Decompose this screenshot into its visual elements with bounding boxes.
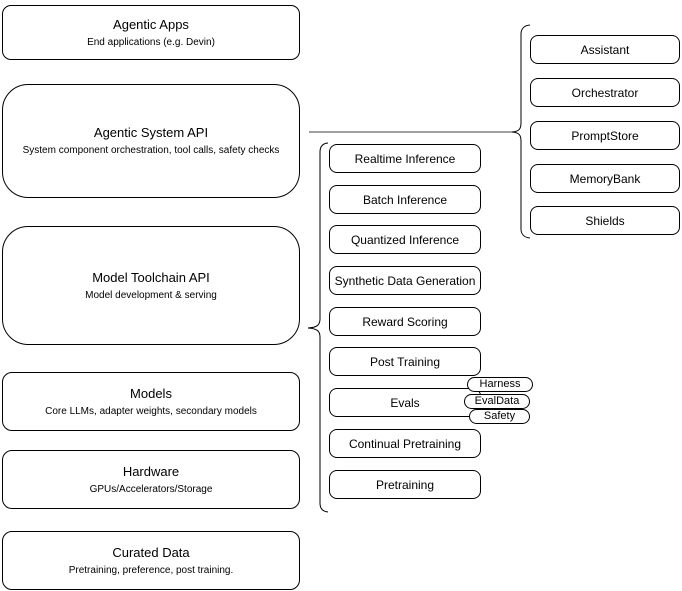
toolchain-brace (307, 142, 329, 513)
box-synthetic-data-generation: Synthetic Data Generation (329, 266, 481, 295)
box-shields: Shields (530, 206, 680, 235)
box-agentic-system-api-title: Agentic System API (93, 125, 209, 140)
box-evals: Evals (329, 388, 481, 417)
box-hardware: Hardware GPUs/Accelerators/Storage (2, 450, 300, 509)
box-agentic-apps-title: Agentic Apps (113, 16, 189, 32)
box-models-title: Models (130, 385, 172, 401)
box-model-toolchain-api-subtitle: Model development & serving (85, 289, 217, 301)
box-quantized-inference: Quantized Inference (329, 225, 481, 254)
box-model-toolchain-api-title: Model Toolchain API (92, 269, 210, 285)
system-components-brace (511, 24, 531, 239)
box-post-training: Post Training (329, 347, 481, 376)
box-pretraining: Pretraining (329, 470, 481, 499)
box-memorybank: MemoryBank (530, 164, 680, 193)
box-reward-scoring: Reward Scoring (329, 307, 481, 336)
box-models-subtitle: Core LLMs, adapter weights, secondary mo… (45, 405, 257, 417)
box-assistant: Assistant (530, 35, 680, 64)
box-batch-inference: Batch Inference (329, 185, 481, 214)
box-agentic-apps: Agentic Apps End applications (e.g. Devi… (2, 5, 300, 60)
box-models: Models Core LLMs, adapter weights, secon… (2, 372, 300, 431)
badge-harness: Harness (467, 377, 533, 392)
box-promptstore: PromptStore (530, 121, 680, 150)
box-agentic-system-api-subtitle: System component orchestration, tool cal… (22, 145, 280, 156)
box-orchestrator: Orchestrator (530, 78, 680, 107)
box-realtime-inference: Realtime Inference (329, 144, 481, 173)
box-hardware-subtitle: GPUs/Accelerators/Storage (89, 483, 213, 495)
box-curated-data-subtitle: Pretraining, preference, post training. (68, 564, 234, 576)
badge-evaldata: EvalData (464, 394, 530, 409)
badge-safety: Safety (469, 409, 530, 424)
box-continual-pretraining: Continual Pretraining (329, 429, 481, 458)
box-curated-data-title: Curated Data (112, 544, 190, 560)
box-hardware-title: Hardware (122, 463, 180, 479)
box-agentic-apps-subtitle: End applications (e.g. Devin) (87, 36, 215, 48)
box-agentic-system-api: Agentic System API System component orch… (2, 84, 300, 198)
box-model-toolchain-api: Model Toolchain API Model development & … (2, 226, 300, 345)
box-curated-data: Curated Data Pretraining, preference, po… (2, 531, 300, 590)
